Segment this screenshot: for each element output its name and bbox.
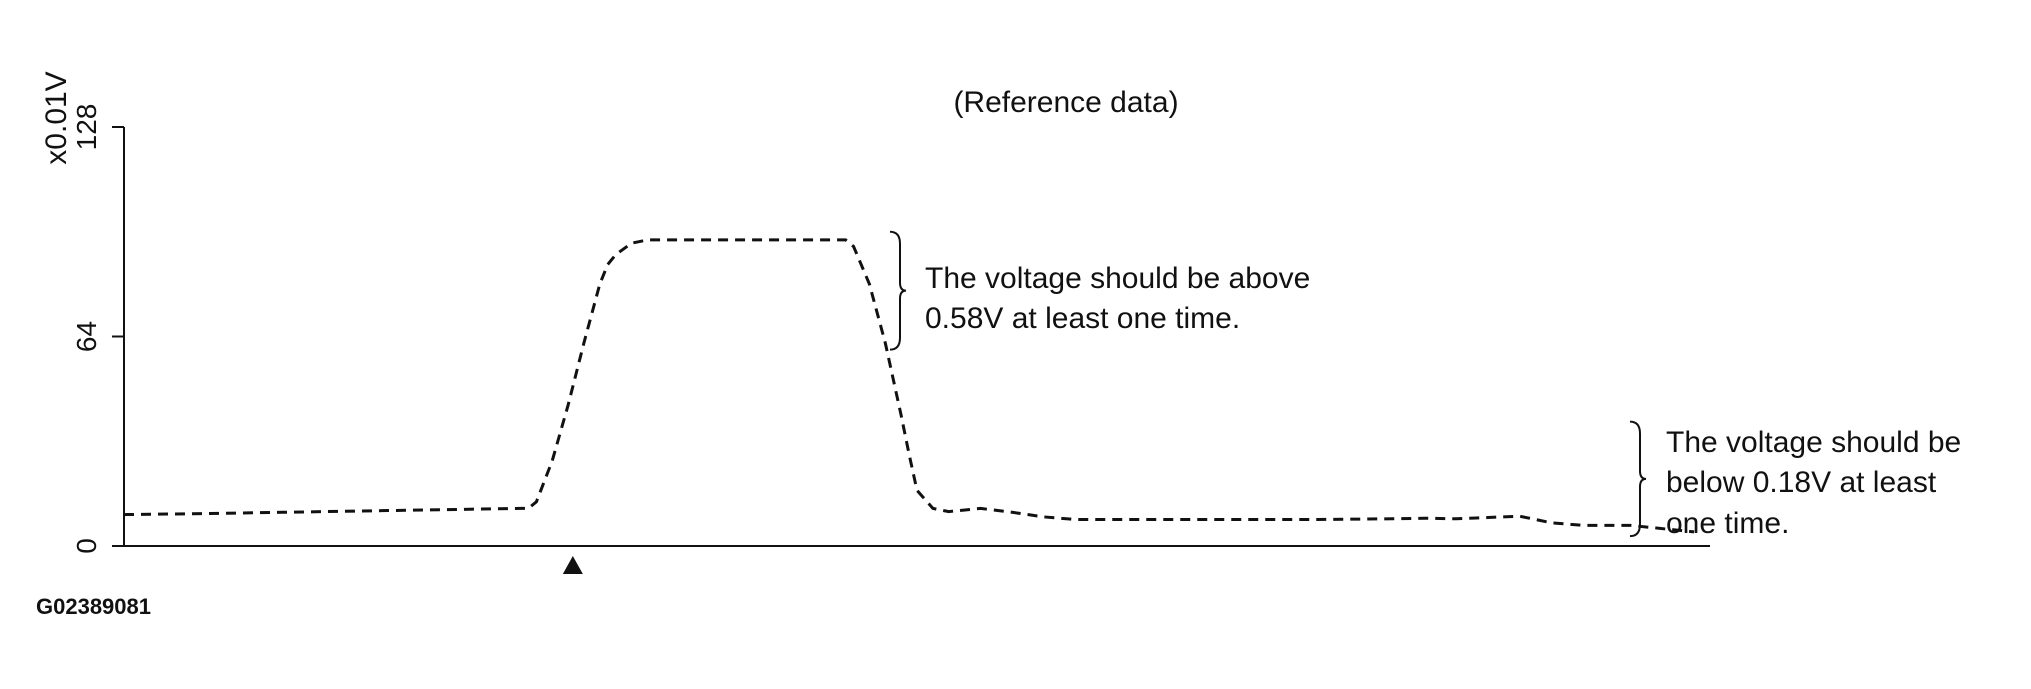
trigger-marker — [562, 556, 583, 574]
annotation-lower-line-3: one time. — [1666, 507, 1789, 540]
brace-upper-icon — [889, 230, 907, 351]
brace-lower — [1629, 420, 1647, 538]
annotation-lower-line-1: The voltage should be — [1666, 426, 1961, 459]
y-tick-label: 64 — [71, 321, 102, 352]
brace-lower-icon — [1629, 420, 1647, 538]
brace-upper — [889, 230, 907, 351]
series-line — [123, 238, 1695, 534]
annotation-upper-line-2: 0.58V at least one time. — [925, 302, 1240, 335]
y-ticks: 0 64 128 — [71, 104, 124, 554]
figure-code: G02389081 — [36, 594, 151, 619]
annotation-lower: The voltage should be below 0.18V at lea… — [1666, 426, 1970, 540]
y-tick-label: 128 — [71, 104, 102, 151]
y-tick-label: 0 — [71, 538, 102, 554]
annotation-upper-line-1: The voltage should be above — [925, 262, 1310, 295]
annotation-upper: The voltage should be above 0.58V at lea… — [925, 262, 1319, 335]
y-axis-label: x0.01V — [40, 71, 73, 164]
chart-title: (Reference data) — [953, 86, 1178, 119]
annotation-lower-line-2: below 0.18V at least — [1666, 466, 1937, 499]
